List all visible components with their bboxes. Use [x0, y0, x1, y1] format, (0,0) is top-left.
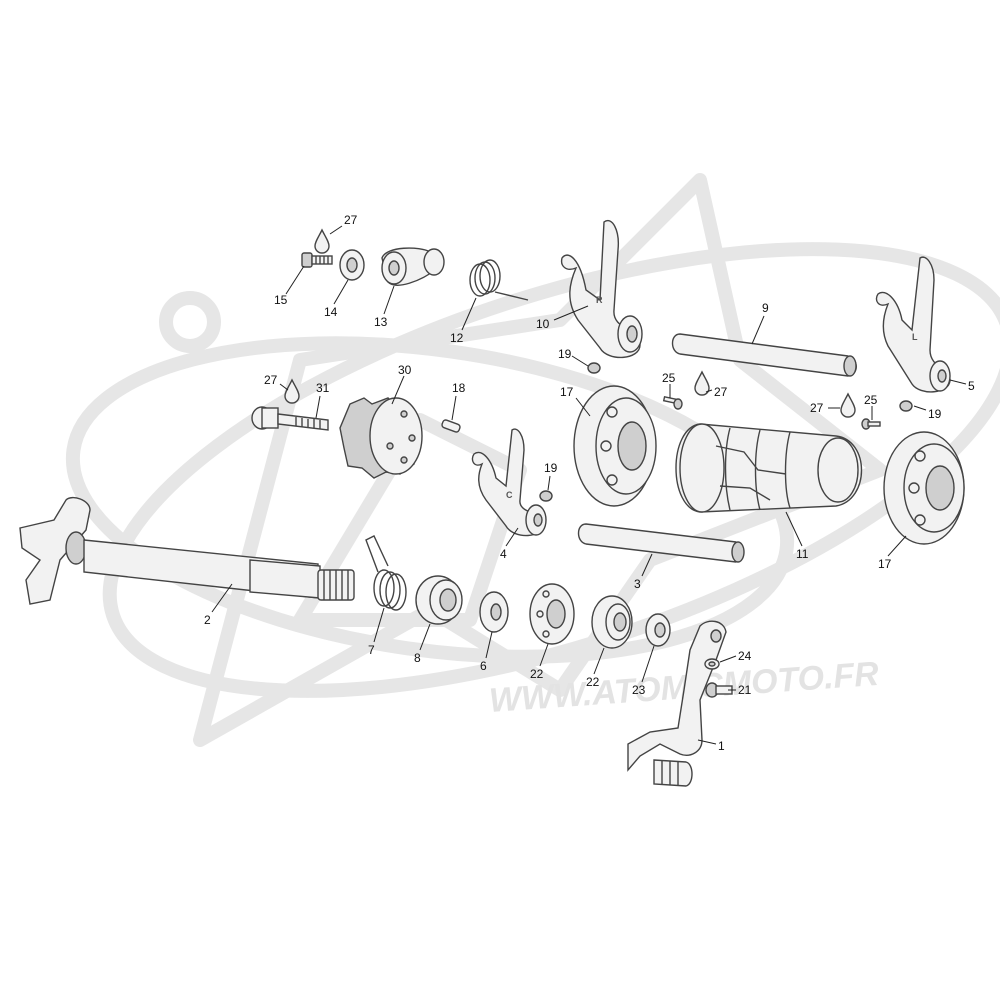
callout-27: 27 — [264, 373, 278, 387]
callout-10: 10 — [536, 317, 550, 331]
washer-24 — [704, 658, 720, 670]
callout-14: 14 — [324, 305, 338, 319]
screw-15 — [301, 252, 333, 268]
bearing-22-right — [591, 595, 633, 649]
callout-12: 12 — [450, 331, 464, 345]
gear-lever-1 — [627, 620, 727, 787]
bearing-17-left — [573, 385, 657, 507]
callout-22: 22 — [586, 675, 600, 689]
screw-25-left — [662, 395, 683, 410]
callout-6: 6 — [480, 659, 487, 673]
shift-fork-4: C — [471, 428, 547, 537]
star-cam-30 — [339, 397, 423, 479]
fork-mark-l: L — [912, 332, 918, 342]
callout-17: 17 — [560, 385, 574, 399]
shift-drum-11 — [675, 423, 863, 513]
bushing-8 — [415, 575, 463, 625]
seal-23 — [645, 613, 671, 647]
callout-17: 17 — [878, 557, 892, 571]
callout-31: 31 — [316, 381, 330, 395]
shift-fork-5: L — [875, 256, 951, 393]
callout-3: 3 — [634, 577, 641, 591]
callout-22: 22 — [530, 667, 544, 681]
shift-fork-10: R — [560, 219, 643, 359]
screw-25-right — [861, 418, 881, 430]
callout-24: 24 — [738, 649, 752, 663]
shaft-3 — [577, 523, 745, 563]
callout-18: 18 — [452, 381, 466, 395]
bearing-22-left — [529, 583, 575, 645]
callout-15: 15 — [274, 293, 288, 307]
pin-19-b — [899, 400, 913, 412]
bearing-17-right — [883, 431, 965, 545]
grease-drop-27-top — [314, 228, 330, 254]
callout-19: 19 — [558, 347, 572, 361]
callout-5: 5 — [968, 379, 975, 393]
callout-9: 9 — [762, 301, 769, 315]
fork-mark-r: R — [596, 295, 603, 305]
grease-drop-27-mid — [694, 370, 710, 396]
callout-27: 27 — [344, 213, 358, 227]
lever-13 — [381, 247, 445, 286]
pin-19-c — [539, 490, 553, 502]
callout-19: 19 — [928, 407, 942, 421]
washer-6 — [479, 591, 509, 633]
callout-25: 25 — [864, 393, 878, 407]
callout-7: 7 — [368, 643, 375, 657]
callout-19: 19 — [544, 461, 558, 475]
callout-23: 23 — [632, 683, 646, 697]
dowel-18 — [441, 419, 461, 433]
grease-drop-27-right — [840, 392, 856, 418]
callout-27: 27 — [714, 385, 728, 399]
callout-27: 27 — [810, 401, 824, 415]
callout-4: 4 — [500, 547, 507, 561]
callout-2: 2 — [204, 613, 211, 627]
callout-21: 21 — [738, 683, 752, 697]
spring-12 — [469, 259, 529, 301]
callout-11: 11 — [796, 547, 809, 561]
shift-shaft-2 — [19, 496, 355, 605]
spring-7 — [365, 535, 407, 611]
shaft-9 — [671, 333, 857, 377]
grease-drop-27-left — [284, 378, 300, 404]
leader-lines — [211, 225, 967, 745]
bushing-14 — [339, 249, 365, 281]
bolt-31 — [251, 406, 329, 431]
callout-13: 13 — [374, 315, 388, 329]
callout-labels: 27 15 14 13 12 10 19 9 5 27 31 30 18 17 … — [204, 213, 975, 753]
callout-1: 1 — [718, 739, 725, 753]
bolt-21 — [705, 682, 733, 698]
callout-8: 8 — [414, 651, 421, 665]
callout-25: 25 — [662, 371, 676, 385]
fork-mark-c: C — [506, 490, 513, 500]
callout-30: 30 — [398, 363, 412, 377]
pin-19-a — [587, 362, 601, 374]
